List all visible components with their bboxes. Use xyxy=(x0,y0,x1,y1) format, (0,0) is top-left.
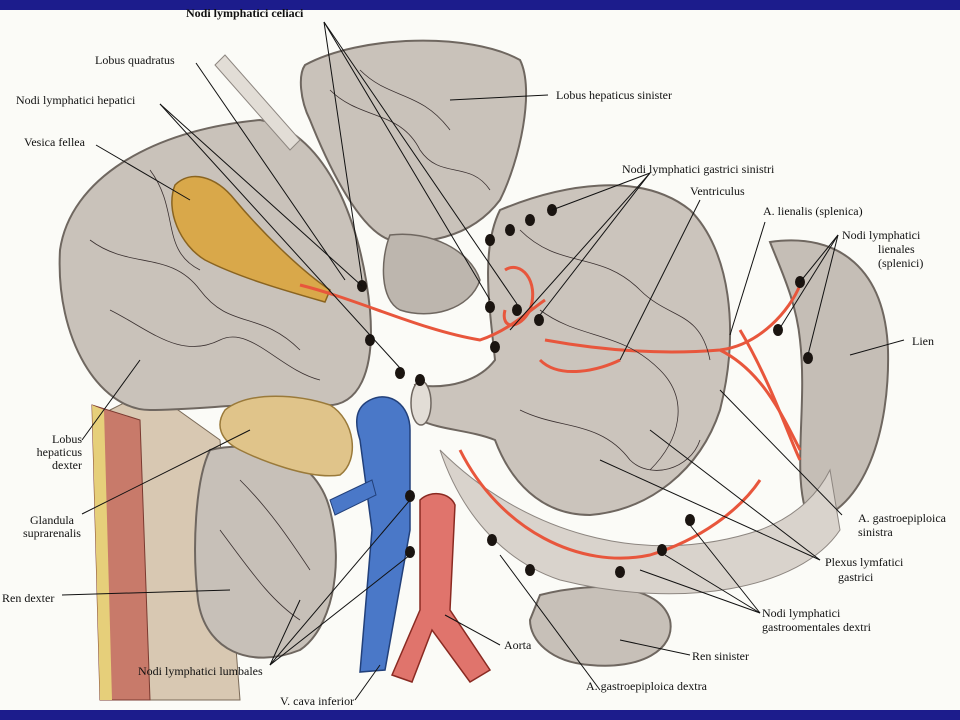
right-kidney xyxy=(194,445,337,659)
label-lobus-quadratus: Lobus quadratus xyxy=(95,53,175,67)
label-a-lienalis: A. lienalis (splenica) xyxy=(763,204,863,218)
label-nodi-gastrici-sinistri: Nodi lymphatici gastrici sinistri xyxy=(622,162,775,176)
greater-omentum xyxy=(439,449,841,595)
label-lobus-dexter-line3: dexter xyxy=(52,458,82,472)
lymphatic-network xyxy=(89,69,711,621)
lobus-quadratus xyxy=(382,233,481,315)
vena-cava xyxy=(356,396,411,673)
label-ren-sinister: Ren sinister xyxy=(692,649,749,663)
stomach xyxy=(413,184,731,517)
label-nodi-lienales-line1: Nodi lymphatici xyxy=(842,228,921,242)
label-ventriculus: Ventriculus xyxy=(690,184,745,198)
arteries xyxy=(299,266,802,560)
abdominal-lymphatics-illustration xyxy=(58,21,905,701)
label-nodi-lienales-line3: (splenici) xyxy=(878,256,924,270)
leader-lines xyxy=(61,21,905,701)
label-plexus-line2: gastrici xyxy=(838,570,874,584)
ligament xyxy=(214,54,301,151)
label-nodi-celiaci: Nodi lymphatici celiaci xyxy=(186,6,304,20)
liver-left-lobe xyxy=(299,39,528,243)
label-v-cava: V. cava inferior xyxy=(280,694,355,708)
lymph-nodes xyxy=(357,204,813,578)
label-lobus-dexter-line1: Lobus xyxy=(52,432,82,446)
label-lobus-sinister: Lobus hepaticus sinister xyxy=(556,88,672,102)
label-lobus-dexter-line2: hepaticus xyxy=(36,445,82,459)
anatomy-plate xyxy=(0,10,960,710)
label-a-gastroepiploica-sinistra-line1: A. gastroepiploica xyxy=(858,511,946,525)
pylorus-opening xyxy=(410,380,432,426)
label-nodi-lienales-line2: lienales xyxy=(878,242,915,256)
left-kidney xyxy=(528,586,672,667)
aorta xyxy=(390,493,492,683)
label-nodi-gastroomentales-line2: gastroomentales dextri xyxy=(762,620,871,634)
label-vesica-fellea: Vesica fellea xyxy=(24,135,85,149)
label-ren-dexter: Ren dexter xyxy=(2,591,55,605)
label-nodi-lumbales: Nodi lymphatici lumbales xyxy=(138,664,263,678)
renal-vein xyxy=(329,479,377,516)
fat-strip xyxy=(92,405,112,700)
label-aorta: Aorta xyxy=(504,638,532,652)
label-nodi-hepatici: Nodi lymphatici hepatici xyxy=(16,93,136,107)
adrenal-gland xyxy=(219,395,354,477)
label-lien: Lien xyxy=(912,334,934,348)
label-glandula-line1: Glandula xyxy=(30,513,74,527)
gallbladder xyxy=(171,175,331,303)
label-glandula-line2: suprarenalis xyxy=(23,526,81,540)
label-a-gastroepiploica-sinistra-line2: sinistra xyxy=(858,525,893,539)
label-a-gastroepiploica-dextra: A. gastroepiploica dextra xyxy=(586,679,707,693)
label-nodi-gastroomentales-line1: Nodi lymphatici xyxy=(762,606,841,620)
label-plexus-line1: Plexus lymfatici xyxy=(825,555,904,569)
